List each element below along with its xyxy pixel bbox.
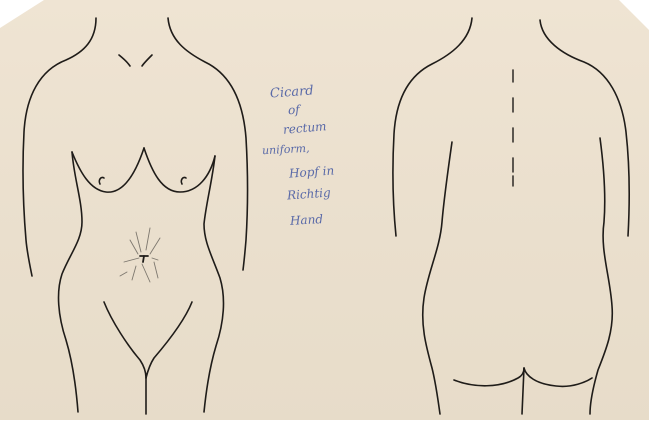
body-back-outline [393, 18, 629, 414]
note-line-3: rectum [283, 120, 327, 136]
note-line-7: Hand [290, 213, 324, 227]
scan-corner-top-right [619, 0, 649, 30]
note-line-4: uniform, [262, 143, 310, 156]
scan-corner-top-left [0, 0, 44, 28]
abdominal-scar-mark [120, 228, 160, 282]
note-line-1: Cicard [270, 84, 314, 100]
body-front-outline [23, 18, 248, 414]
scan-edge-bottom [0, 420, 649, 427]
note-line-2: of [288, 104, 300, 117]
note-line-5: Hopf in [289, 164, 335, 179]
scar-center-mark [140, 256, 148, 262]
note-line-6: Richtig [287, 186, 331, 201]
